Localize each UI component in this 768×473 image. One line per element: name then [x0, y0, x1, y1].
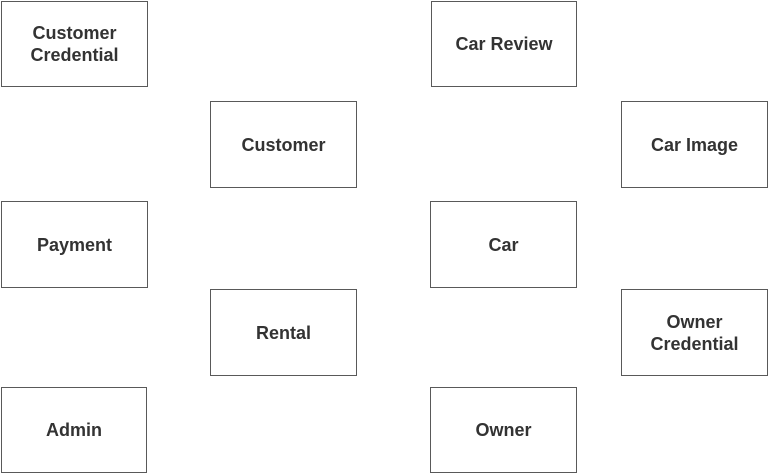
entity-rental[interactable]: Rental [210, 289, 357, 376]
entity-label: Payment [36, 234, 113, 255]
entity-label: Car Image [650, 134, 739, 155]
entity-label: Admin [46, 420, 102, 440]
entity-car-review[interactable]: Car Review [431, 1, 577, 87]
entity-admin[interactable]: Admin [1, 387, 147, 473]
entity-label-line: Owner [666, 311, 723, 332]
entity-label: Rental [255, 322, 311, 343]
entity-owner[interactable]: Owner [430, 387, 577, 473]
entity-label: Customer [241, 134, 326, 155]
entity-label: Car Review [455, 34, 553, 54]
entity-payment[interactable]: Payment [1, 201, 148, 288]
entity-label-line: Credential [30, 45, 119, 65]
entity-customer-credential[interactable]: Customer Credential [1, 1, 148, 87]
entity-label: Car [488, 234, 519, 255]
entity-car[interactable]: Car [430, 201, 577, 288]
entity-customer[interactable]: Customer [210, 101, 357, 188]
entity-label: Customer Credential [30, 22, 118, 66]
entity-owner-credential[interactable]: Owner Credential [621, 289, 768, 376]
entity-car-image[interactable]: Car Image [621, 101, 768, 188]
entity-label-line: Customer [32, 23, 117, 43]
entity-label: Owner [475, 420, 532, 440]
entity-label: Owner Credential [650, 311, 738, 355]
entity-label-line: Credential [650, 333, 739, 354]
